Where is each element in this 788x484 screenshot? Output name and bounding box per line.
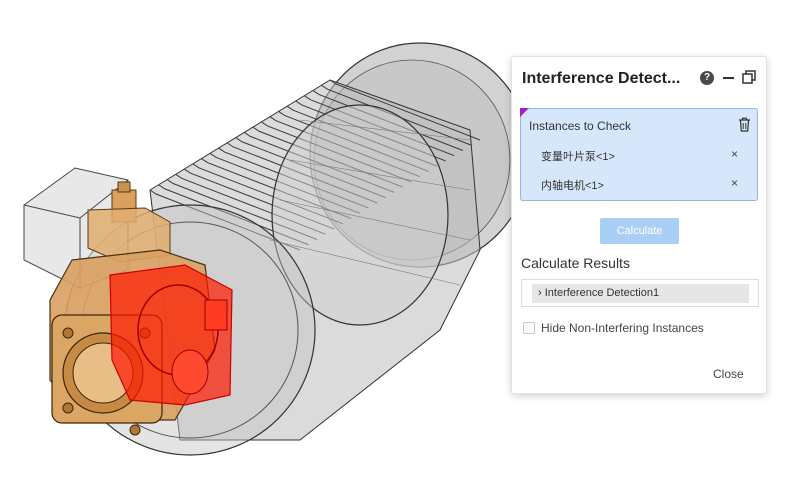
results-list: › Interference Detection1 <box>521 279 759 307</box>
calculate-button[interactable]: Calculate <box>600 218 679 244</box>
hide-non-interfering-label[interactable]: Hide Non-Interfering Instances <box>541 321 704 335</box>
motor-fin <box>321 84 472 146</box>
instances-to-check-box[interactable]: Instances to Check 变量叶片泵<1> × 内轴电机<1> × <box>520 108 758 201</box>
instance-item[interactable]: 内轴电机<1> <box>541 180 604 192</box>
motor-fin <box>158 184 309 246</box>
chevron-right-icon[interactable]: › <box>538 287 542 299</box>
trash-icon[interactable] <box>738 117 751 132</box>
instance-item[interactable]: 变量叶片泵<1> <box>541 151 615 163</box>
interference-region <box>109 264 233 406</box>
remove-instance-icon[interactable]: × <box>731 147 739 161</box>
hide-non-interfering-checkbox[interactable] <box>523 322 535 334</box>
motor-fin <box>329 79 481 141</box>
panel-title: Interference Detect... <box>522 70 681 87</box>
question-circle-icon[interactable]: ? <box>700 71 714 85</box>
motor-fin <box>149 189 301 251</box>
selection-corner-marker <box>520 108 529 117</box>
remove-instance-icon[interactable]: × <box>731 176 739 190</box>
instances-to-check-label: Instances to Check <box>529 119 632 133</box>
interference-detection-panel: Interference Detect... ? Instances to Ch… <box>511 56 767 394</box>
calculate-results-label: Calculate Results <box>521 255 630 271</box>
restore-window-icon[interactable] <box>742 70 756 84</box>
close-button[interactable]: Close <box>713 367 744 381</box>
result-label: Interference Detection1 <box>544 287 660 299</box>
motor-fin <box>166 179 318 240</box>
minimize-icon[interactable] <box>723 77 734 79</box>
result-row[interactable]: › Interference Detection1 <box>532 284 749 303</box>
